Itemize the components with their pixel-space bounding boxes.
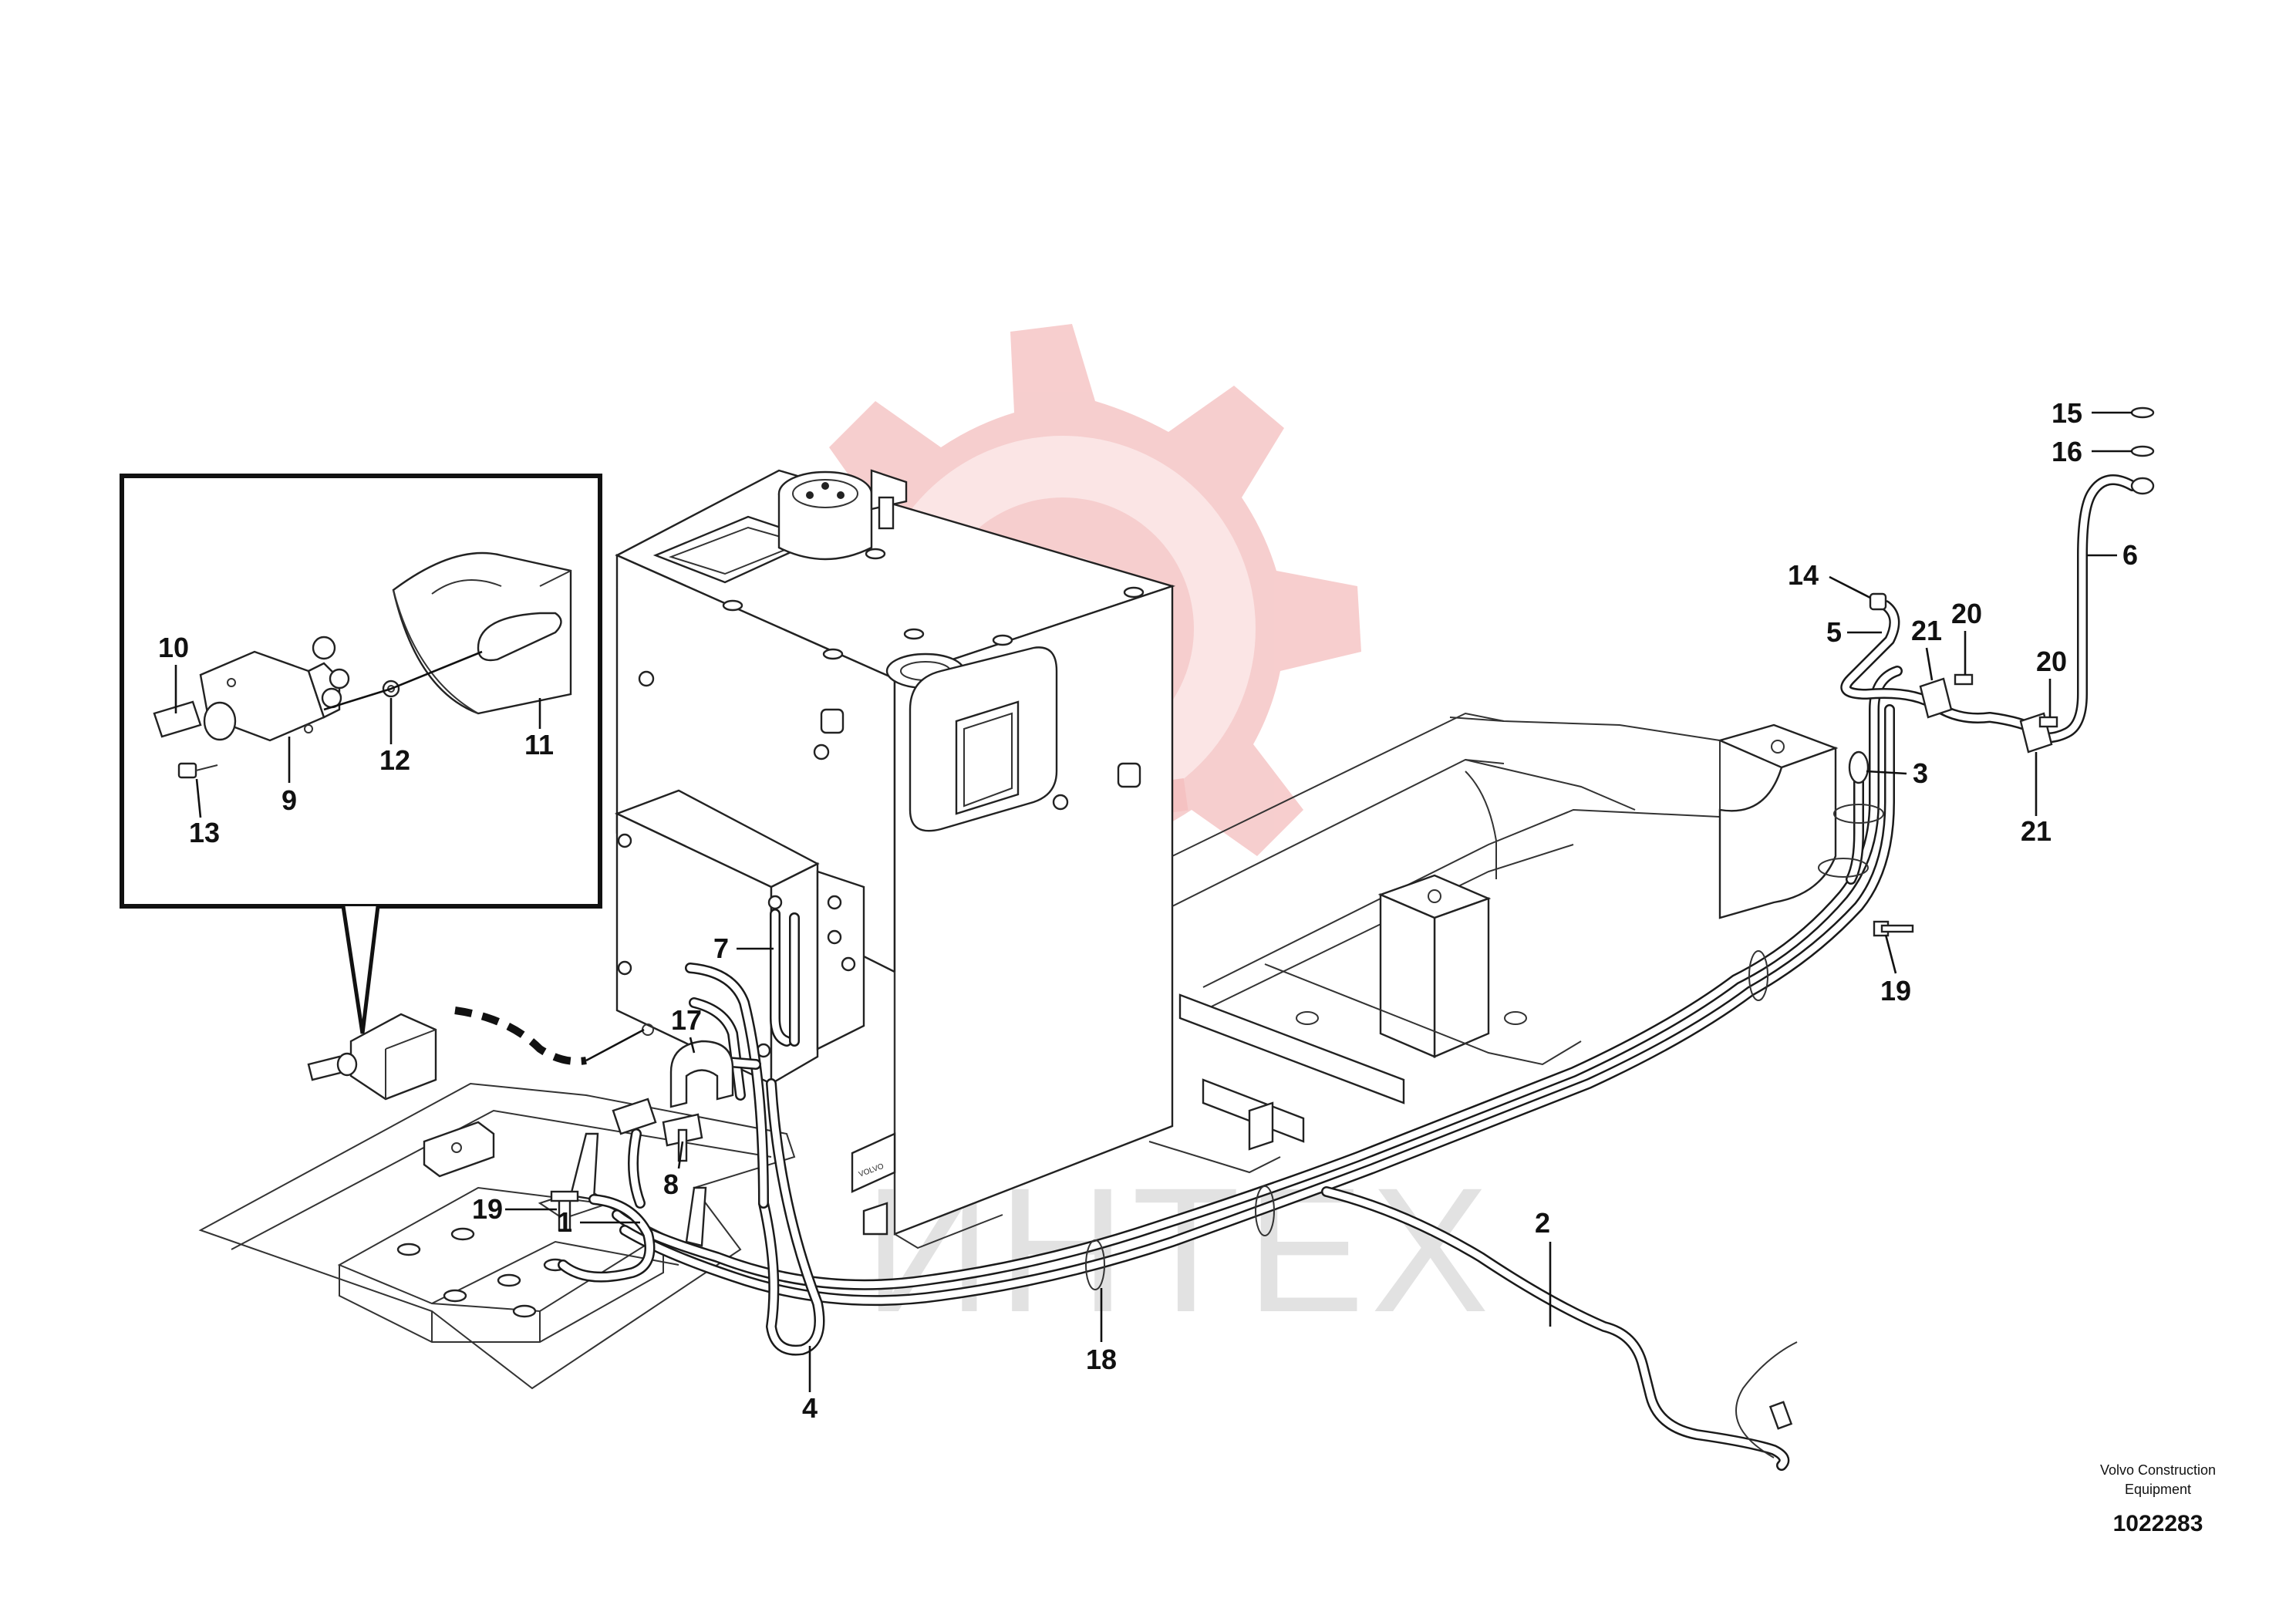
cable-harness xyxy=(558,474,2138,1471)
callout-13: 13 xyxy=(189,817,220,848)
drawing-number: 1022283 xyxy=(2113,1511,2203,1536)
callout-21-lower: 21 xyxy=(2021,815,2052,847)
callout-6: 6 xyxy=(2122,539,2138,571)
callout-8: 8 xyxy=(663,1168,679,1200)
callout-16: 16 xyxy=(2052,436,2082,467)
callout-9: 9 xyxy=(282,784,297,816)
callout-1: 1 xyxy=(557,1206,572,1238)
battery-terminals xyxy=(396,1227,568,1318)
drawing-footer: Volvo Construction Equipment 1022283 xyxy=(2100,1462,2216,1536)
callout-21-upper: 21 xyxy=(1911,615,1942,646)
callout-7: 7 xyxy=(713,932,729,964)
callout-17: 17 xyxy=(671,1004,702,1036)
callout-4: 4 xyxy=(802,1392,818,1424)
callout-12: 12 xyxy=(379,744,410,776)
callout-18: 18 xyxy=(1086,1344,1117,1375)
callout-10: 10 xyxy=(158,632,189,663)
callout-19-right: 19 xyxy=(1880,975,1911,1007)
callout-15: 15 xyxy=(2052,397,2082,429)
electrical-box xyxy=(614,789,865,1086)
callout-2: 2 xyxy=(1535,1207,1550,1239)
mini-switch-assembly xyxy=(307,1007,645,1101)
callout-20-right: 20 xyxy=(2036,646,2067,677)
callout-11: 11 xyxy=(524,729,554,760)
manufacturer-line-2: Equipment xyxy=(2125,1482,2191,1497)
filler-cap xyxy=(777,469,908,561)
switch-cover xyxy=(392,551,572,715)
floor-plate xyxy=(198,1082,796,1390)
callout-14: 14 xyxy=(1788,559,1819,591)
callouts: 1 2 3 4 5 6 7 8 9 10 11 12 13 xyxy=(158,397,2138,1424)
tank-side-studs xyxy=(638,670,1141,811)
callout-19-left: 19 xyxy=(472,1193,503,1225)
detail-inset xyxy=(120,474,602,1034)
inspection-panel xyxy=(909,646,1058,832)
battery-switch xyxy=(153,636,350,742)
callout-3: 3 xyxy=(1913,757,1928,789)
upper-frame xyxy=(1148,712,1839,1174)
callout-20-upper: 20 xyxy=(1951,598,1982,629)
manufacturer-line-1: Volvo Construction xyxy=(2100,1462,2216,1478)
tank-top-bolts xyxy=(722,548,1145,660)
hydraulic-tank: VOLVO xyxy=(614,469,1176,1249)
callout-5: 5 xyxy=(1826,616,1842,648)
